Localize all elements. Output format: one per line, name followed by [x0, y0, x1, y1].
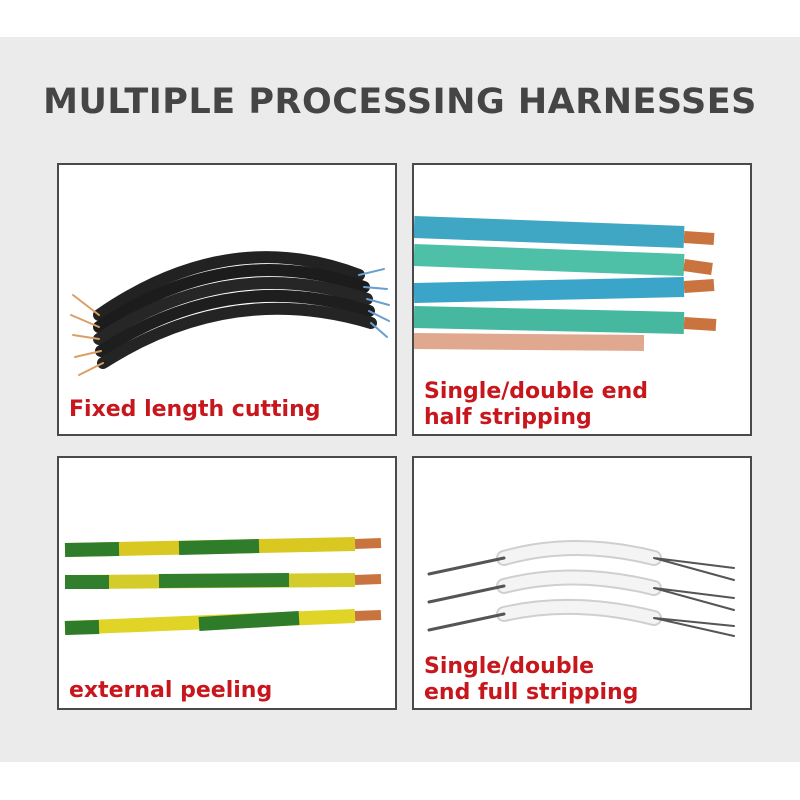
label-line-2: end full stripping	[424, 680, 639, 705]
panel-full-stripping: Single/double end full stripping	[412, 456, 752, 710]
panel-half-stripping: Single/double end half stripping	[412, 163, 752, 436]
label-line-1: Single/double end	[424, 379, 649, 404]
panel-fixed-length-cutting: Fixed length cutting	[57, 163, 397, 436]
panel-label: Single/double end full stripping	[424, 654, 638, 706]
panel-label: external peeling	[69, 678, 273, 703]
black-multicore-cables-image	[70, 251, 390, 376]
panel-label: Fixed length cutting	[69, 397, 321, 422]
blue-green-wires-image	[414, 216, 717, 351]
label-line-2: half stripping	[424, 405, 592, 430]
white-sheathed-cables-image	[427, 540, 735, 637]
yellow-green-ground-wires-image	[64, 537, 382, 635]
page-title: MULTIPLE PROCESSING HARNESSES	[43, 82, 757, 122]
panel-label: Single/double end half stripping	[424, 379, 648, 431]
panel-external-peeling: external peeling	[57, 456, 397, 710]
label-line-1: Single/double	[424, 654, 595, 679]
